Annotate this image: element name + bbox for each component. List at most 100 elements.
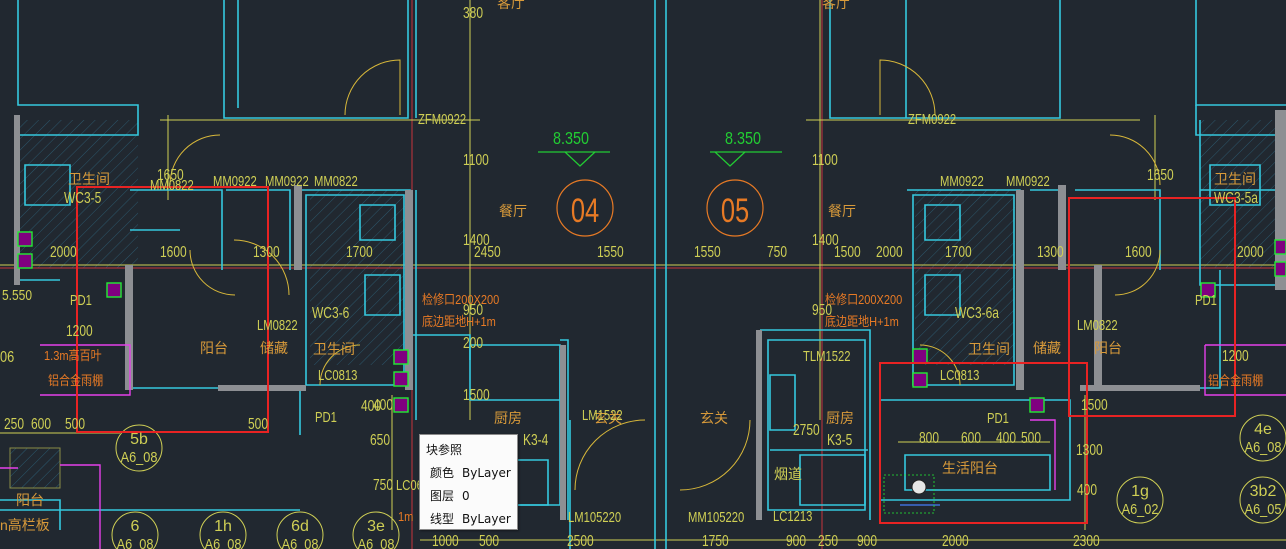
dimension-h-25: 2500 (567, 531, 594, 549)
door-tag-10: TLM1522 (803, 347, 851, 364)
dimension-h-32: 1200 (66, 321, 93, 339)
selection-rectangles (76, 186, 1236, 524)
room-label-canting-left: 餐厅 (499, 203, 527, 219)
dimension-h-26: 1750 (702, 531, 729, 549)
annotation-note-2: 检修口200X200 (825, 291, 903, 307)
door-tag-5: ZFM0922 (418, 110, 466, 127)
dimension-v-18: 1050 (1245, 0, 1272, 3)
dimension-v-15: 1650 (1147, 165, 1174, 183)
dimension-h-2: 1300 (253, 242, 280, 260)
section-tag-top-2: 1h (214, 518, 232, 535)
dimension-h-29: 900 (857, 531, 877, 549)
room-label-chufang-right: 厨房 (826, 410, 854, 426)
dimension-v-6: 650 (370, 430, 390, 448)
room-label-railing-bottom: n高栏板 (0, 517, 50, 533)
door-tag-4: MM0922 (1006, 172, 1050, 189)
grip-group-left[interactable] (17, 231, 409, 413)
room-label-yangtai-right: 阳台 (1094, 340, 1122, 356)
annotation-note-1: 底边距地H+1m (422, 313, 496, 329)
dimension-v-10: 1100 (812, 150, 838, 168)
dimension-h-4: 2450 (474, 242, 501, 260)
elevation-markers (538, 151, 782, 167)
dimension-v-17: 400 (1077, 480, 1097, 498)
room-label-canting-right: 餐厅 (828, 203, 856, 219)
dimension-h-20: 600 (961, 428, 981, 446)
annotation-note-3: 底边距地H+1m (825, 313, 899, 329)
dimension-h-24: 500 (479, 531, 499, 549)
dimension-h-28: 250 (818, 531, 838, 549)
door-tag-8: LM0822 (257, 316, 298, 333)
annotation-note-5: 铝合金雨棚 (1208, 372, 1263, 388)
floor-hatch-wc-mid-right (915, 190, 1015, 365)
misc-label-06: 06 (0, 349, 14, 367)
dimension-h-21: 400 (996, 428, 1016, 446)
section-tag-top-3: 6d (291, 518, 309, 535)
section-tag-top-4: 3e (367, 518, 385, 535)
door-tag-9: LM0822 (1077, 316, 1118, 333)
door-tag-13: MM105220 (688, 508, 744, 525)
dimension-v-16: 1300 (1076, 440, 1103, 458)
selection-rect-left (76, 186, 269, 433)
room-label-weishengjian-mid-right: 卫生间 (968, 341, 1010, 357)
dimension-v-0: 1650 (157, 165, 184, 183)
dimension-h-23: 1000 (432, 531, 459, 549)
axis-bubbles (111, 179, 1286, 549)
dimension-h-27: 900 (786, 531, 806, 549)
door-tag-0: MM0922 (213, 172, 257, 189)
fixture-tag-3: WC3-5a (1214, 188, 1258, 206)
dimension-h-19: 800 (919, 428, 939, 446)
dimension-h-11: 1300 (1037, 242, 1064, 260)
dimension-h-30: 2000 (942, 531, 969, 549)
dimension-h-10: 1700 (945, 242, 972, 260)
dimension-h-6: 1550 (694, 242, 721, 260)
section-tag-bottom-7: A6_05 (1245, 500, 1282, 517)
section-tag-bottom-0: A6_08 (121, 448, 158, 465)
dimension-h-1: 1600 (160, 242, 187, 260)
door-tag-14: LC0813 (318, 366, 357, 383)
door-tag-18: PD1 (70, 291, 92, 308)
dimension-h-12: 1600 (1125, 242, 1152, 260)
section-tag-bottom-6: A6_02 (1122, 500, 1159, 517)
fixture-tag-4: K3-5 (827, 430, 852, 448)
door-tag-16: LC1213 (773, 507, 812, 524)
tooltip-linetype-value: ByLayer (462, 512, 511, 526)
floor-hatch-balcony (9, 447, 61, 489)
door-tag-7: MM0922 (940, 172, 984, 189)
tooltip-linetype-label: 线型 (430, 512, 455, 526)
tooltip-title: 块参照 (426, 443, 463, 457)
dimension-v-12: 950 (812, 300, 832, 318)
section-tag-bottom-3: A6_08 (282, 535, 319, 549)
room-label-chucang-left: 储藏 (260, 340, 288, 356)
room-label-yangtai-left: 阳台 (200, 340, 228, 356)
dimension-v-14: 1500 (1081, 395, 1108, 413)
room-label-weishengjian-top-left: 卫生间 (68, 171, 110, 187)
dimension-h-3: 1700 (346, 242, 373, 260)
grip-group-right[interactable] (912, 239, 1286, 413)
room-label-weishengjian-top-right: 卫生间 (1214, 171, 1256, 187)
misc-label-elevation: 5.550 (2, 287, 32, 304)
selection-grips[interactable] (17, 231, 1286, 413)
axis-bubble-label-04: 04 (571, 193, 599, 230)
dimension-v-4: 200 (463, 333, 483, 351)
floor-hatch-wc-top-right (1200, 120, 1280, 268)
crosshair-cursor (883, 474, 940, 514)
section-tag-top-5: 4e (1254, 421, 1272, 438)
section-tag-top-1: 6 (131, 518, 140, 535)
door-tag-1: MM0922 (265, 172, 309, 189)
room-label-yandao: 烟道 (774, 466, 802, 482)
annotation-note-4: 铝合金雨棚 (48, 372, 103, 388)
tooltip-row-linetype: 线型 ByLayer (430, 510, 511, 527)
room-label-cut-top-right: 客厅 (822, 0, 850, 11)
tooltip-row-color: 颜色 ByLayer (430, 464, 511, 481)
tooltip-color-value: ByLayer (462, 466, 511, 480)
room-outlines (0, 344, 1286, 549)
door-tag-3: MM0822 (150, 176, 194, 193)
dimension-h-13: 2000 (1237, 242, 1264, 260)
dimension-v-13: 2750 (793, 420, 820, 438)
tooltip-color-label: 颜色 (430, 466, 455, 480)
floor-hatch-areas (9, 120, 1280, 489)
dimension-h-7: 750 (767, 242, 787, 260)
fixture-tag-2: WC3-6a (955, 303, 999, 321)
